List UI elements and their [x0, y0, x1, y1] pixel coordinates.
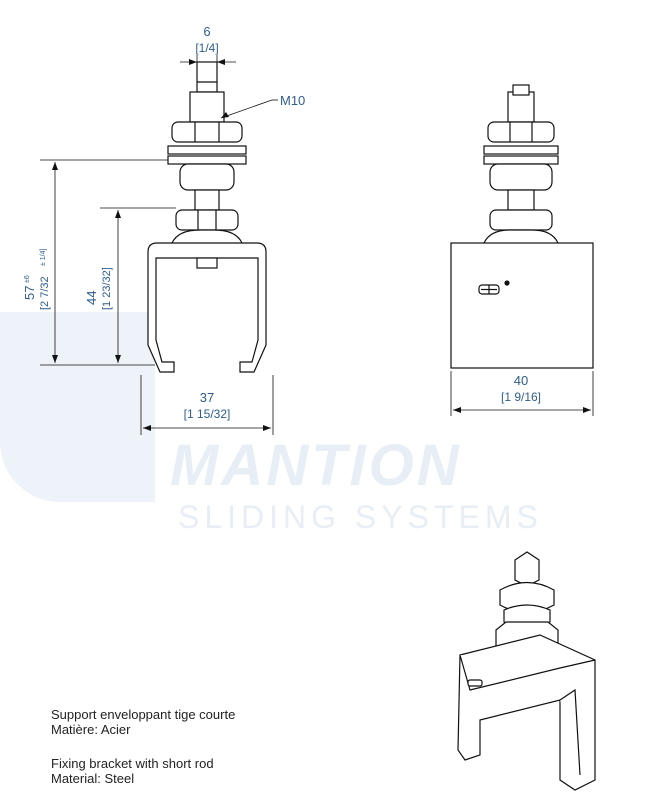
- total-height-imperial-tolerance: ± 1/4]: [40, 248, 47, 266]
- isometric-view: [457, 551, 596, 791]
- bracket-height-imperial: [1 23/32]: [101, 267, 113, 310]
- caption-en-material: Material: Steel: [51, 771, 135, 786]
- caption-english: Fixing bracket with short rod Material: …: [51, 756, 214, 786]
- dimension-text: 6 [1/4] M10 57 ±6 [2 7/32 ± 1/4] 44 [1 2…: [22, 24, 541, 421]
- total-height-metric: 57: [22, 286, 37, 300]
- bracket-height-metric: 44: [84, 291, 99, 305]
- total-height-imperial: [2 7/32: [39, 276, 51, 310]
- rod-width-imperial: [1/4]: [195, 41, 218, 55]
- thread-label: M10: [280, 93, 305, 108]
- caption-fr-title: Support enveloppant tige courte: [51, 707, 236, 722]
- side-width-imperial: [1 9/16]: [501, 390, 541, 404]
- side-width-metric: 40: [514, 373, 528, 388]
- total-height-tolerance: ±6: [24, 275, 31, 283]
- caption-french: Support enveloppant tige courte Matière:…: [51, 707, 235, 737]
- caption-en-title: Fixing bracket with short rod: [51, 756, 214, 771]
- side-view: [450, 84, 594, 416]
- front-width-metric: 37: [200, 390, 214, 405]
- watermark-logo-shape: [0, 312, 155, 502]
- rod-width-metric: 6: [203, 24, 210, 39]
- front-view: [40, 55, 278, 435]
- dimension-arrows: [52, 59, 591, 431]
- watermark-brand: MANTION: [170, 433, 462, 498]
- watermark-tagline: SLIDING SYSTEMS: [178, 499, 543, 535]
- caption-fr-material: Matière: Acier: [51, 722, 131, 737]
- front-width-imperial: [1 15/32]: [184, 407, 231, 421]
